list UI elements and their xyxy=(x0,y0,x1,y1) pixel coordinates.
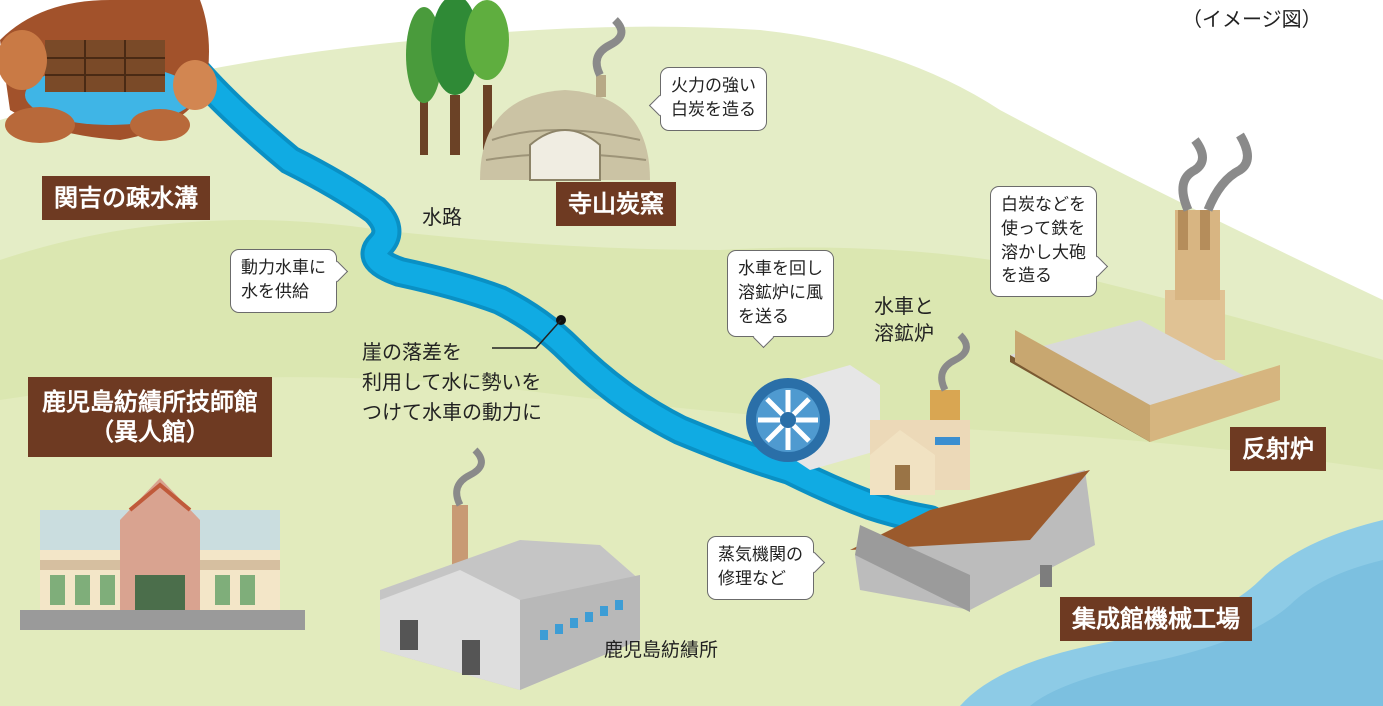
bubble-water-supply-line1: 動力水車に xyxy=(241,258,326,278)
machine-factory-icon xyxy=(850,470,1095,612)
smoke-icon xyxy=(1178,132,1252,212)
label-ijinkan-line2: （異人館） xyxy=(90,418,210,446)
cliff-note: 崖の落差を 利用して水に勢いを つけて水車の動力に xyxy=(362,337,542,427)
waterwheel-furnace-line1: 水車と xyxy=(874,294,934,318)
bubble-cannon-line2: 使って鉄を xyxy=(1001,218,1086,239)
bubble-hakutan: 火力の強い 白炭を造る xyxy=(648,67,767,131)
spinning-mill-icon xyxy=(380,505,640,690)
bubble-steam-engine: 蒸気機関の 修理など xyxy=(707,536,826,600)
smoke-icon xyxy=(453,447,485,507)
bubble-steam-engine-line1: 蒸気機関の xyxy=(718,545,803,565)
smoke-icon xyxy=(938,332,970,392)
bubble-steam-engine-line2: 修理など xyxy=(718,568,786,589)
bubble-waterwheel: 水車を回し 溶鉱炉に風 を送る xyxy=(727,250,834,349)
label-sekiyoshi-canal: 関吉の疎水溝 xyxy=(42,176,210,220)
sluice-gate-icon xyxy=(0,0,217,143)
cliff-leader-line xyxy=(492,319,562,349)
label-ijinkan: 鹿児島紡績所技師館 （異人館） xyxy=(28,377,272,457)
label-ijinkan-line1: 鹿児島紡績所技師館 xyxy=(42,388,258,416)
label-shuseikan-factory: 集成館機械工場 xyxy=(1060,597,1252,641)
factory-icon xyxy=(1010,320,1280,442)
bubble-waterwheel-line2: 溶鉱炉に風 xyxy=(738,282,823,303)
ijinkan-building-icon xyxy=(20,478,305,630)
waterway xyxy=(184,59,941,531)
cliff-note-line2: 利用して水に勢いを xyxy=(362,370,542,394)
blast-furnace-icon xyxy=(870,390,970,495)
cliff-note-line1: 崖の落差を xyxy=(362,340,462,364)
bubble-cannon-line4: を造る xyxy=(1001,266,1052,287)
tree-icon xyxy=(406,0,509,155)
smoke-icon xyxy=(592,17,626,77)
spinning-mill-label: 鹿児島紡績所 xyxy=(604,639,719,661)
waterwheel-furnace-line2: 溶鉱炉 xyxy=(874,321,934,345)
bubble-cannon-line3: 溶かし大砲 xyxy=(1001,242,1086,263)
waterwheel-icon xyxy=(746,365,880,470)
bubble-waterwheel-line3: を送る xyxy=(738,306,789,327)
waterway-label: 水路 xyxy=(422,205,462,229)
bubble-water-supply: 動力水車に 水を供給 xyxy=(230,249,349,313)
bubble-cannon-line1: 白炭などを xyxy=(1001,195,1086,215)
bubble-cannon: 白炭などを 使って鉄を 溶かし大砲 を造る xyxy=(990,186,1109,298)
front-hill xyxy=(0,377,1383,706)
sea-shade xyxy=(1030,560,1383,706)
cliff-note-line3: つけて水車の動力に xyxy=(362,400,542,424)
bubble-water-supply-line2: 水を供給 xyxy=(241,281,309,302)
waterwheel-furnace-label: 水車と 溶鉱炉 xyxy=(874,293,934,347)
image-note: （イメージ図） xyxy=(1182,7,1322,31)
bubble-hakutan-line2: 白炭を造る xyxy=(671,99,756,120)
kiln-icon xyxy=(480,75,650,181)
bubble-waterwheel-line1: 水車を回し xyxy=(738,259,823,279)
label-reverberatory-furnace: 反射炉 xyxy=(1230,427,1326,471)
bubble-hakutan-line1: 火力の強い xyxy=(671,76,756,96)
label-terayama-kiln: 寺山炭窯 xyxy=(556,182,676,226)
